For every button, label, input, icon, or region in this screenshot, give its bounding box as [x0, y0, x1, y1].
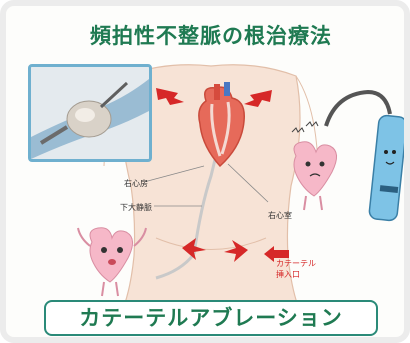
catheter-photo: [28, 64, 152, 162]
label-catheter-line1: カテーテル: [276, 258, 316, 269]
ablation-device: [326, 92, 407, 221]
label-right-ventricle: 右心室: [268, 210, 292, 221]
anatomy-illustration: [6, 6, 410, 343]
ablation-banner: カテーテルアブレーション: [44, 300, 378, 336]
label-right-atrium: 右心房: [124, 178, 148, 189]
label-catheter-line2: 挿入口: [276, 269, 300, 280]
label-ivc: 下大静脈: [120, 202, 152, 213]
